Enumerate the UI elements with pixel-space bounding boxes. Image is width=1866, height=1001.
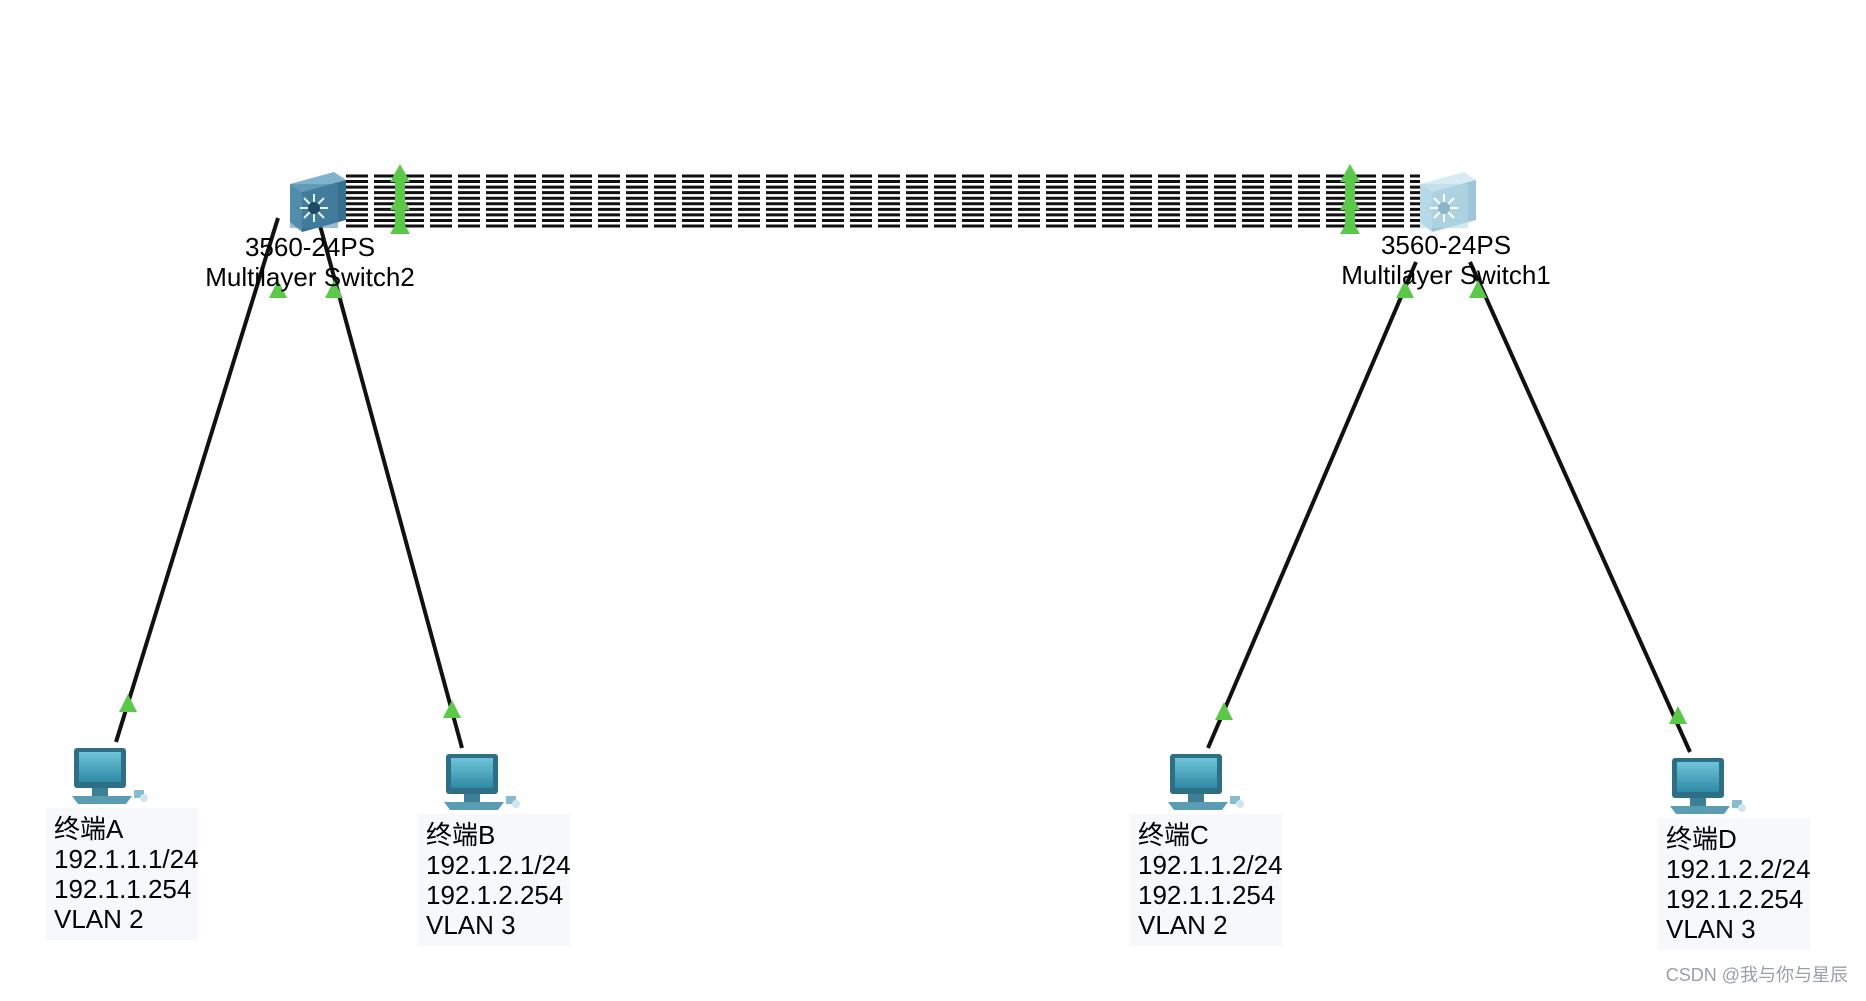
link-up-icon <box>1340 216 1360 234</box>
link-up-icon <box>443 700 461 718</box>
switch-2-name: Multilayer Switch2 <box>205 262 415 292</box>
terminal-c-label: 终端C 192.1.1.2/24 192.1.1.254 VLAN 2 <box>1130 814 1283 946</box>
terminal-vlan: VLAN 3 <box>426 910 516 940</box>
terminal-ip: 192.1.2.1/24 <box>426 850 571 880</box>
link-up-icon <box>1396 280 1414 298</box>
link-up-icon <box>390 216 410 234</box>
link-up-icon <box>1340 164 1360 182</box>
link-up-icon <box>1669 706 1687 724</box>
access-link-d[interactable] <box>1468 261 1692 753</box>
terminal-vlan: VLAN 2 <box>54 904 144 934</box>
trunk-link-bundle[interactable] <box>346 174 1420 228</box>
terminal-b-label: 终端B 192.1.2.1/24 192.1.2.254 VLAN 3 <box>418 814 571 946</box>
terminal-name: 终端C <box>1138 820 1209 850</box>
link-up-icon <box>269 280 287 298</box>
switch-1-model: 3560-24PS <box>1380 230 1512 260</box>
link-up-icon <box>1469 280 1487 298</box>
terminal-c-pc[interactable] <box>1168 754 1244 810</box>
terminal-gateway: 192.1.2.254 <box>1666 884 1804 914</box>
switch-1-label: 3560-24PS Multilayer Switch1 <box>1336 230 1556 290</box>
terminal-name: 终端D <box>1666 824 1737 854</box>
terminal-vlan: VLAN 2 <box>1138 910 1228 940</box>
access-link-c[interactable] <box>1206 261 1418 749</box>
terminal-ip: 192.1.2.2/24 <box>1666 854 1811 884</box>
switch-2-model: 3560-24PS <box>244 232 376 262</box>
watermark: CSDN @我与你与星辰 <box>1665 965 1848 985</box>
access-link-b[interactable] <box>316 217 464 749</box>
link-up-icon <box>119 694 137 712</box>
access-link-a[interactable] <box>114 217 280 743</box>
terminal-a-pc[interactable] <box>72 748 148 804</box>
terminal-gateway: 192.1.1.254 <box>1138 880 1276 910</box>
terminal-ip: 192.1.1.2/24 <box>1138 850 1283 880</box>
terminal-b-pc[interactable] <box>444 754 520 810</box>
link-up-icon <box>390 192 410 210</box>
link-status-indicators <box>119 164 1687 724</box>
link-up-icon <box>1340 192 1360 210</box>
terminal-name: 终端B <box>426 820 496 850</box>
terminal-ip: 192.1.1.1/24 <box>54 844 199 874</box>
terminal-gateway: 192.1.1.254 <box>54 874 192 904</box>
terminal-a-label: 终端A 192.1.1.1/24 192.1.1.254 VLAN 2 <box>46 808 199 940</box>
terminal-gateway: 192.1.2.254 <box>426 880 564 910</box>
multilayer-switch-2[interactable] <box>290 172 346 232</box>
link-up-icon <box>390 164 410 182</box>
terminal-vlan: VLAN 3 <box>1666 914 1756 944</box>
switch-2-label: 3560-24PS Multilayer Switch2 <box>200 232 420 292</box>
terminal-name: 终端A <box>54 814 124 844</box>
link-up-icon <box>1215 702 1233 720</box>
link-up-icon <box>325 280 343 298</box>
terminal-d-label: 终端D 192.1.2.2/24 192.1.2.254 VLAN 3 <box>1658 818 1811 950</box>
multilayer-switch-1[interactable] <box>1420 172 1476 232</box>
terminal-d-pc[interactable] <box>1670 758 1746 814</box>
switch-1-name: Multilayer Switch1 <box>1341 260 1551 290</box>
